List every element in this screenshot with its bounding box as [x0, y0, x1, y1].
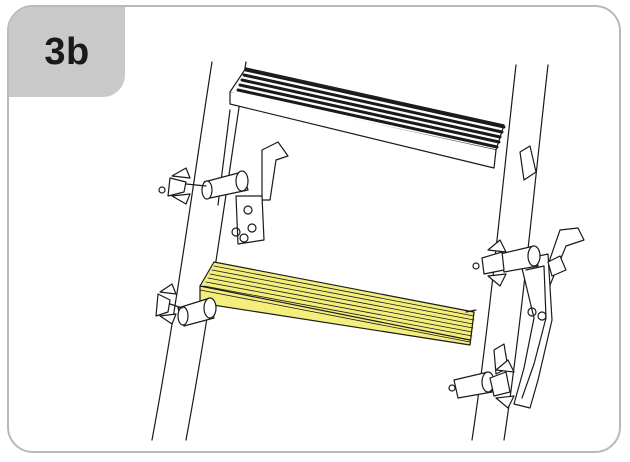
left-upper-bracket: [201, 141, 289, 245]
instruction-panel: 3b: [7, 5, 621, 453]
highlighted-step: [199, 261, 475, 346]
wing-nut-lower-left: [155, 283, 183, 325]
wing-nut-upper-right: [472, 239, 567, 287]
step-badge: 3b: [9, 7, 125, 97]
wing-nut-upper-left: [158, 167, 207, 205]
left-lower-clamp: [177, 297, 217, 327]
rail-slot-upper: [519, 145, 537, 181]
left-rail: [151, 61, 247, 441]
bolt-right-step: [465, 309, 477, 313]
step-label: 3b: [44, 30, 90, 73]
top-step: [229, 67, 506, 169]
wing-nut-lower-right: [448, 359, 515, 409]
